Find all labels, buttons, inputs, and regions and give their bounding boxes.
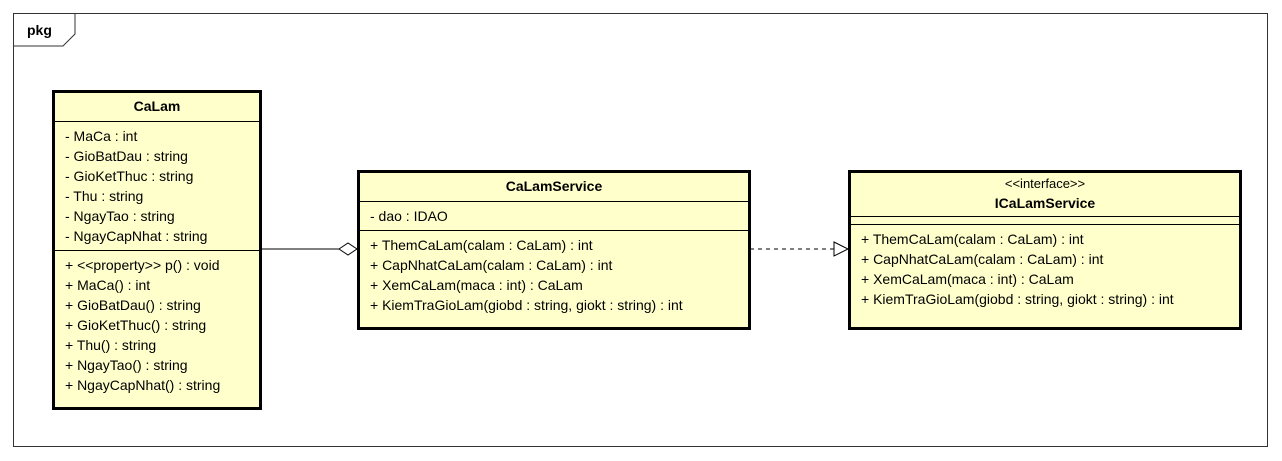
class-icalamservice-header: <<interface>> ICaLamService [851, 173, 1239, 217]
operation: + GioBatDau() : string [65, 297, 201, 313]
operation: + Thu() : string [65, 337, 157, 353]
operation: + ThemCaLam(calam : CaLam) : int [861, 231, 1084, 247]
operation: + CapNhatCaLam(calam : CaLam) : int [861, 251, 1104, 267]
class-calam-attributes: - MaCa : int - GioBatDau : string - GioK… [55, 122, 259, 251]
aggregation-diamond [338, 242, 358, 256]
operation: + GioKetThuc() : string [65, 317, 207, 333]
operation: + XemCaLam(maca : int) : CaLam [370, 277, 583, 293]
package-tab [13, 13, 76, 47]
class-icalamservice-name: ICaLamService [994, 195, 1096, 211]
class-icalamservice[interactable]: <<interface>> ICaLamService + ThemCaLam(… [848, 170, 1242, 330]
class-calam-name: CaLam [55, 93, 259, 122]
attribute: - Thu : string [65, 188, 144, 204]
operation: + XemCaLam(maca : int) : CaLam [861, 271, 1074, 287]
class-icalamservice-operations: + ThemCaLam(calam : CaLam) : int + CapNh… [851, 225, 1239, 313]
class-icalamservice-attributes [851, 217, 1239, 225]
attribute: - NgayCapNhat : string [65, 228, 208, 244]
attribute: - GioKetThuc : string [65, 168, 194, 184]
operation: + MaCa() : int [65, 277, 151, 293]
class-calamservice-name: CaLamService [360, 173, 748, 202]
operation: + ThemCaLam(calam : CaLam) : int [370, 237, 593, 253]
package-label: pkg [27, 22, 52, 38]
attribute: - GioBatDau : string [65, 148, 188, 164]
operation: + CapNhatCaLam(calam : CaLam) : int [370, 257, 613, 273]
attribute: - dao : IDAO [370, 208, 448, 224]
class-calam[interactable]: CaLam - MaCa : int - GioBatDau : string … [52, 90, 262, 410]
class-calamservice-attributes: - dao : IDAO [360, 202, 748, 231]
operation: + NgayTao() : string [65, 357, 188, 373]
attribute: - MaCa : int [65, 128, 138, 144]
attribute: - NgayTao : string [65, 208, 175, 224]
package-frame [13, 13, 1268, 447]
operation: + KiemTraGioLam(giobd : string, giokt : … [370, 297, 683, 313]
class-calamservice-operations: + ThemCaLam(calam : CaLam) : int + CapNh… [360, 231, 748, 319]
operation: + KiemTraGioLam(giobd : string, giokt : … [861, 291, 1174, 307]
realization-arrowhead [833, 241, 850, 257]
class-icalamservice-stereotype: <<interface>> [1004, 176, 1086, 191]
operation: + NgayCapNhat() : string [65, 377, 221, 393]
class-calam-operations: + <<property>> p() : void + MaCa() : int… [55, 251, 259, 399]
operation: + <<property>> p() : void [65, 257, 220, 273]
class-calamservice[interactable]: CaLamService - dao : IDAO + ThemCaLam(ca… [357, 170, 751, 330]
